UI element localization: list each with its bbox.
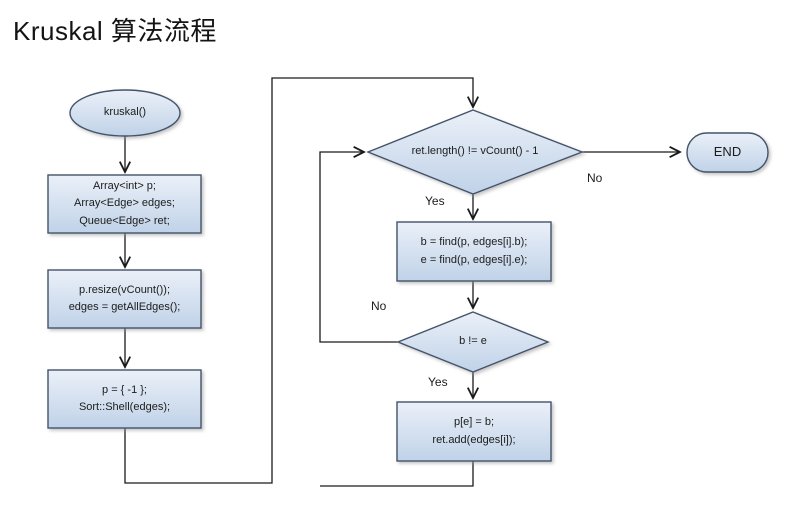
end-stadium-shape — [686, 132, 769, 173]
edge-prepare-loopcondition — [124, 77, 473, 484]
edge-union-loopback — [320, 461, 474, 487]
start-oval-shape — [69, 89, 181, 137]
flowchart-connectors — [124, 77, 680, 487]
prepare-box-shape — [47, 369, 202, 429]
declare-box-shape — [47, 174, 202, 234]
loop-condition-diamond-shape — [366, 109, 584, 195]
find-box-shape — [396, 221, 552, 282]
page-title: Kruskal 算法流程 — [13, 16, 217, 46]
compare-diamond-shape — [396, 311, 550, 373]
flowchart-shapes — [47, 89, 769, 462]
union-box-shape — [396, 401, 552, 462]
edge-compare-loopcondition-no — [319, 152, 398, 343]
init-box-shape — [47, 269, 202, 329]
